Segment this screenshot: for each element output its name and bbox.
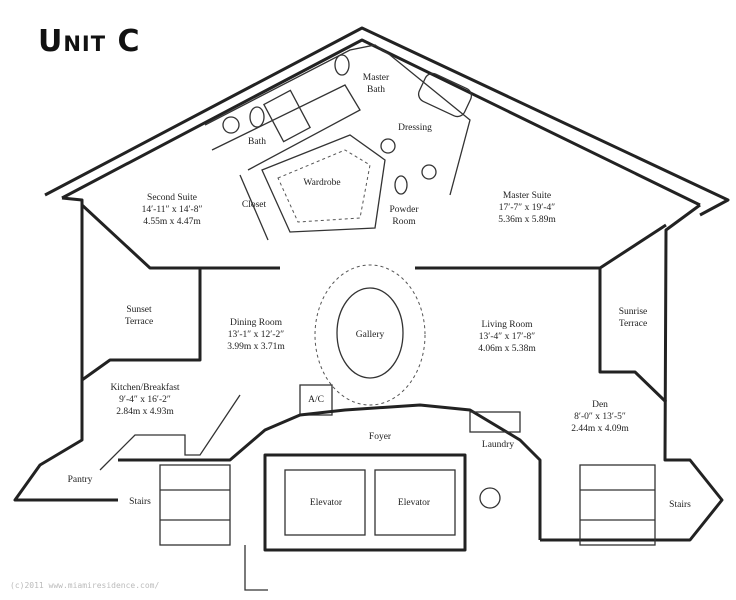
elevator-core: [263, 453, 467, 552]
elevator-shaft: [374, 469, 456, 536]
wardrobe-inner: [277, 149, 371, 223]
stairwell-left: [159, 464, 231, 546]
gallery-oval: [336, 287, 404, 379]
master-tub-icon: [417, 72, 473, 118]
room-label-elevator-right: Elevator: [397, 498, 431, 508]
bath-block: [204, 44, 471, 196]
outer-wall-north-inner: [61, 38, 701, 207]
room-label-dressing: Dressing: [398, 123, 432, 133]
core-wall: [118, 403, 542, 540]
toilet-icon: [334, 54, 350, 76]
master-suite-south-wall: [415, 223, 667, 270]
sink-icon: [380, 138, 396, 154]
sunset-terrace-wall: [81, 268, 202, 382]
room-label-wardrobe: Wardrobe: [303, 178, 341, 188]
kitchen-counter: [99, 394, 241, 471]
closet-wall: [239, 174, 269, 241]
room-label-pantry: Pantry: [67, 475, 93, 485]
second-suite-south-wall: [80, 203, 280, 270]
outer-wall-east: [540, 203, 724, 542]
room-label-stairs-right: Stairs: [669, 500, 691, 510]
room-label-stairs-left: Stairs: [129, 497, 151, 507]
room-label-ac: A/C: [308, 395, 324, 405]
toilet-icon: [249, 106, 265, 128]
ac-closet: [299, 384, 333, 416]
copyright-watermark: (c)2011 www.miamiresidence.com/: [10, 581, 160, 590]
room-label-closet: Closet: [241, 200, 267, 210]
elevator-shaft: [284, 469, 366, 536]
room-label-elevator-left: Elevator: [309, 498, 343, 508]
room-label-foyer: Foyer: [368, 432, 392, 442]
wardrobe-walls: [261, 134, 386, 233]
sink-icon: [421, 164, 437, 180]
room-label-laundry: Laundry: [481, 440, 515, 450]
sunrise-terrace-wall: [598, 268, 668, 404]
bath-inner: [211, 84, 361, 171]
washer-icon: [479, 487, 501, 509]
sink-icon: [222, 116, 240, 134]
laundry-counter: [469, 411, 521, 433]
gallery-rotunda: [314, 264, 426, 406]
outer-wall-west: [13, 196, 118, 502]
room-label-bath: Bath: [248, 137, 266, 147]
stairwell-right: [579, 464, 656, 546]
unit-title: Unit C: [38, 24, 141, 59]
bathtub-icon: [263, 89, 311, 143]
room-label-gallery: Gallery: [355, 330, 385, 340]
outer-wall-north: [44, 26, 730, 217]
lower-stub-wall: [244, 545, 268, 591]
toilet-icon: [394, 175, 408, 195]
